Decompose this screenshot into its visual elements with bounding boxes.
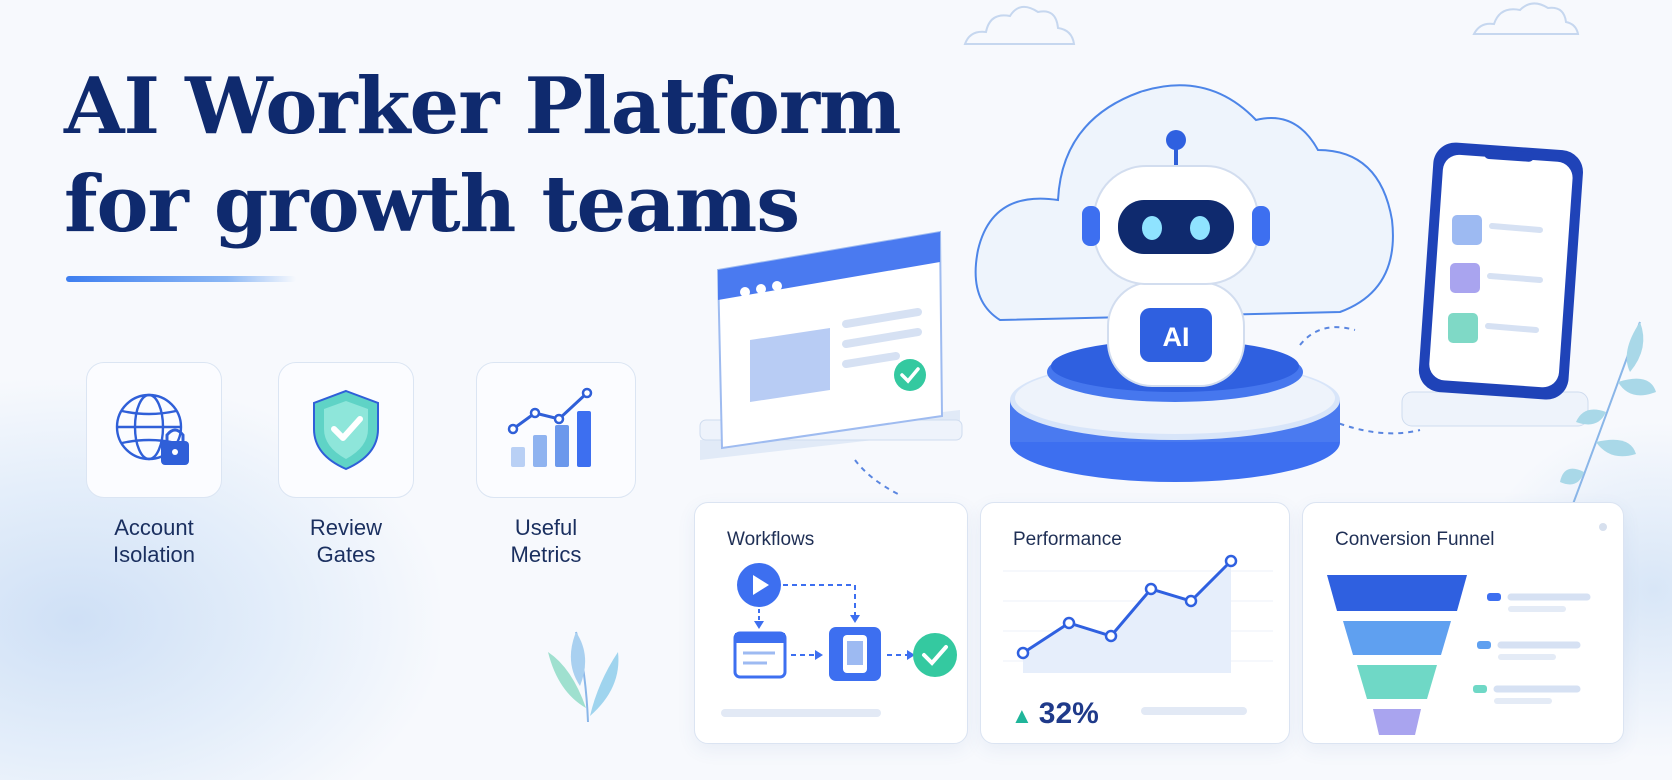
feature-useful-metrics: Useful Metrics — [476, 362, 636, 568]
performance-line-chart — [1003, 554, 1273, 673]
hero-illustration — [699, 84, 1589, 496]
performance-card: Performance ▲32% — [980, 502, 1290, 744]
ai-badge — [1140, 308, 1212, 362]
title-line-2: for growth teams — [64, 159, 800, 250]
bar-chart-icon — [507, 387, 593, 467]
card-title: Workflows — [727, 529, 815, 550]
leaf-icon — [1560, 321, 1656, 513]
feature-label: Account Isolation — [113, 515, 195, 567]
feature-account-isolation: Account Isolation — [84, 362, 224, 568]
ai-badge-label: AI — [1162, 322, 1190, 352]
page-title: AI Worker Platform for growth teams — [64, 58, 901, 254]
cloud-icon — [963, 5, 1076, 45]
browser-window-icon — [716, 230, 944, 450]
leaf-icon — [548, 631, 619, 723]
workflow-diagram — [733, 563, 957, 681]
feature-label: Useful Metrics — [510, 515, 582, 567]
title-line-1: AI Worker Platform — [64, 61, 901, 152]
funnel-card: Conversion Funnel — [1302, 502, 1624, 744]
card-title: Conversion Funnel — [1335, 529, 1495, 550]
placeholder-line — [1141, 707, 1247, 715]
phone-icon — [1418, 142, 1583, 400]
performance-metric: ▲32% — [1011, 697, 1099, 730]
cloud-icon — [1472, 2, 1580, 35]
shield-check-icon — [313, 389, 379, 471]
menu-dot — [1599, 523, 1607, 531]
globe-lock-icon — [115, 393, 189, 465]
check-icon — [913, 633, 957, 677]
feature-tile — [86, 362, 222, 498]
title-underline — [66, 276, 296, 282]
feature-tile — [476, 362, 636, 498]
feature-review-gates: Review Gates — [276, 362, 416, 568]
funnel-chart — [1327, 575, 1591, 735]
placeholder-line — [721, 709, 881, 717]
feature-label: Review Gates — [309, 515, 383, 567]
trend-up-icon: ▲ — [1011, 703, 1033, 728]
feature-tile — [278, 362, 414, 498]
card-title: Performance — [1013, 529, 1122, 550]
workflows-card: Workflows — [694, 502, 968, 744]
